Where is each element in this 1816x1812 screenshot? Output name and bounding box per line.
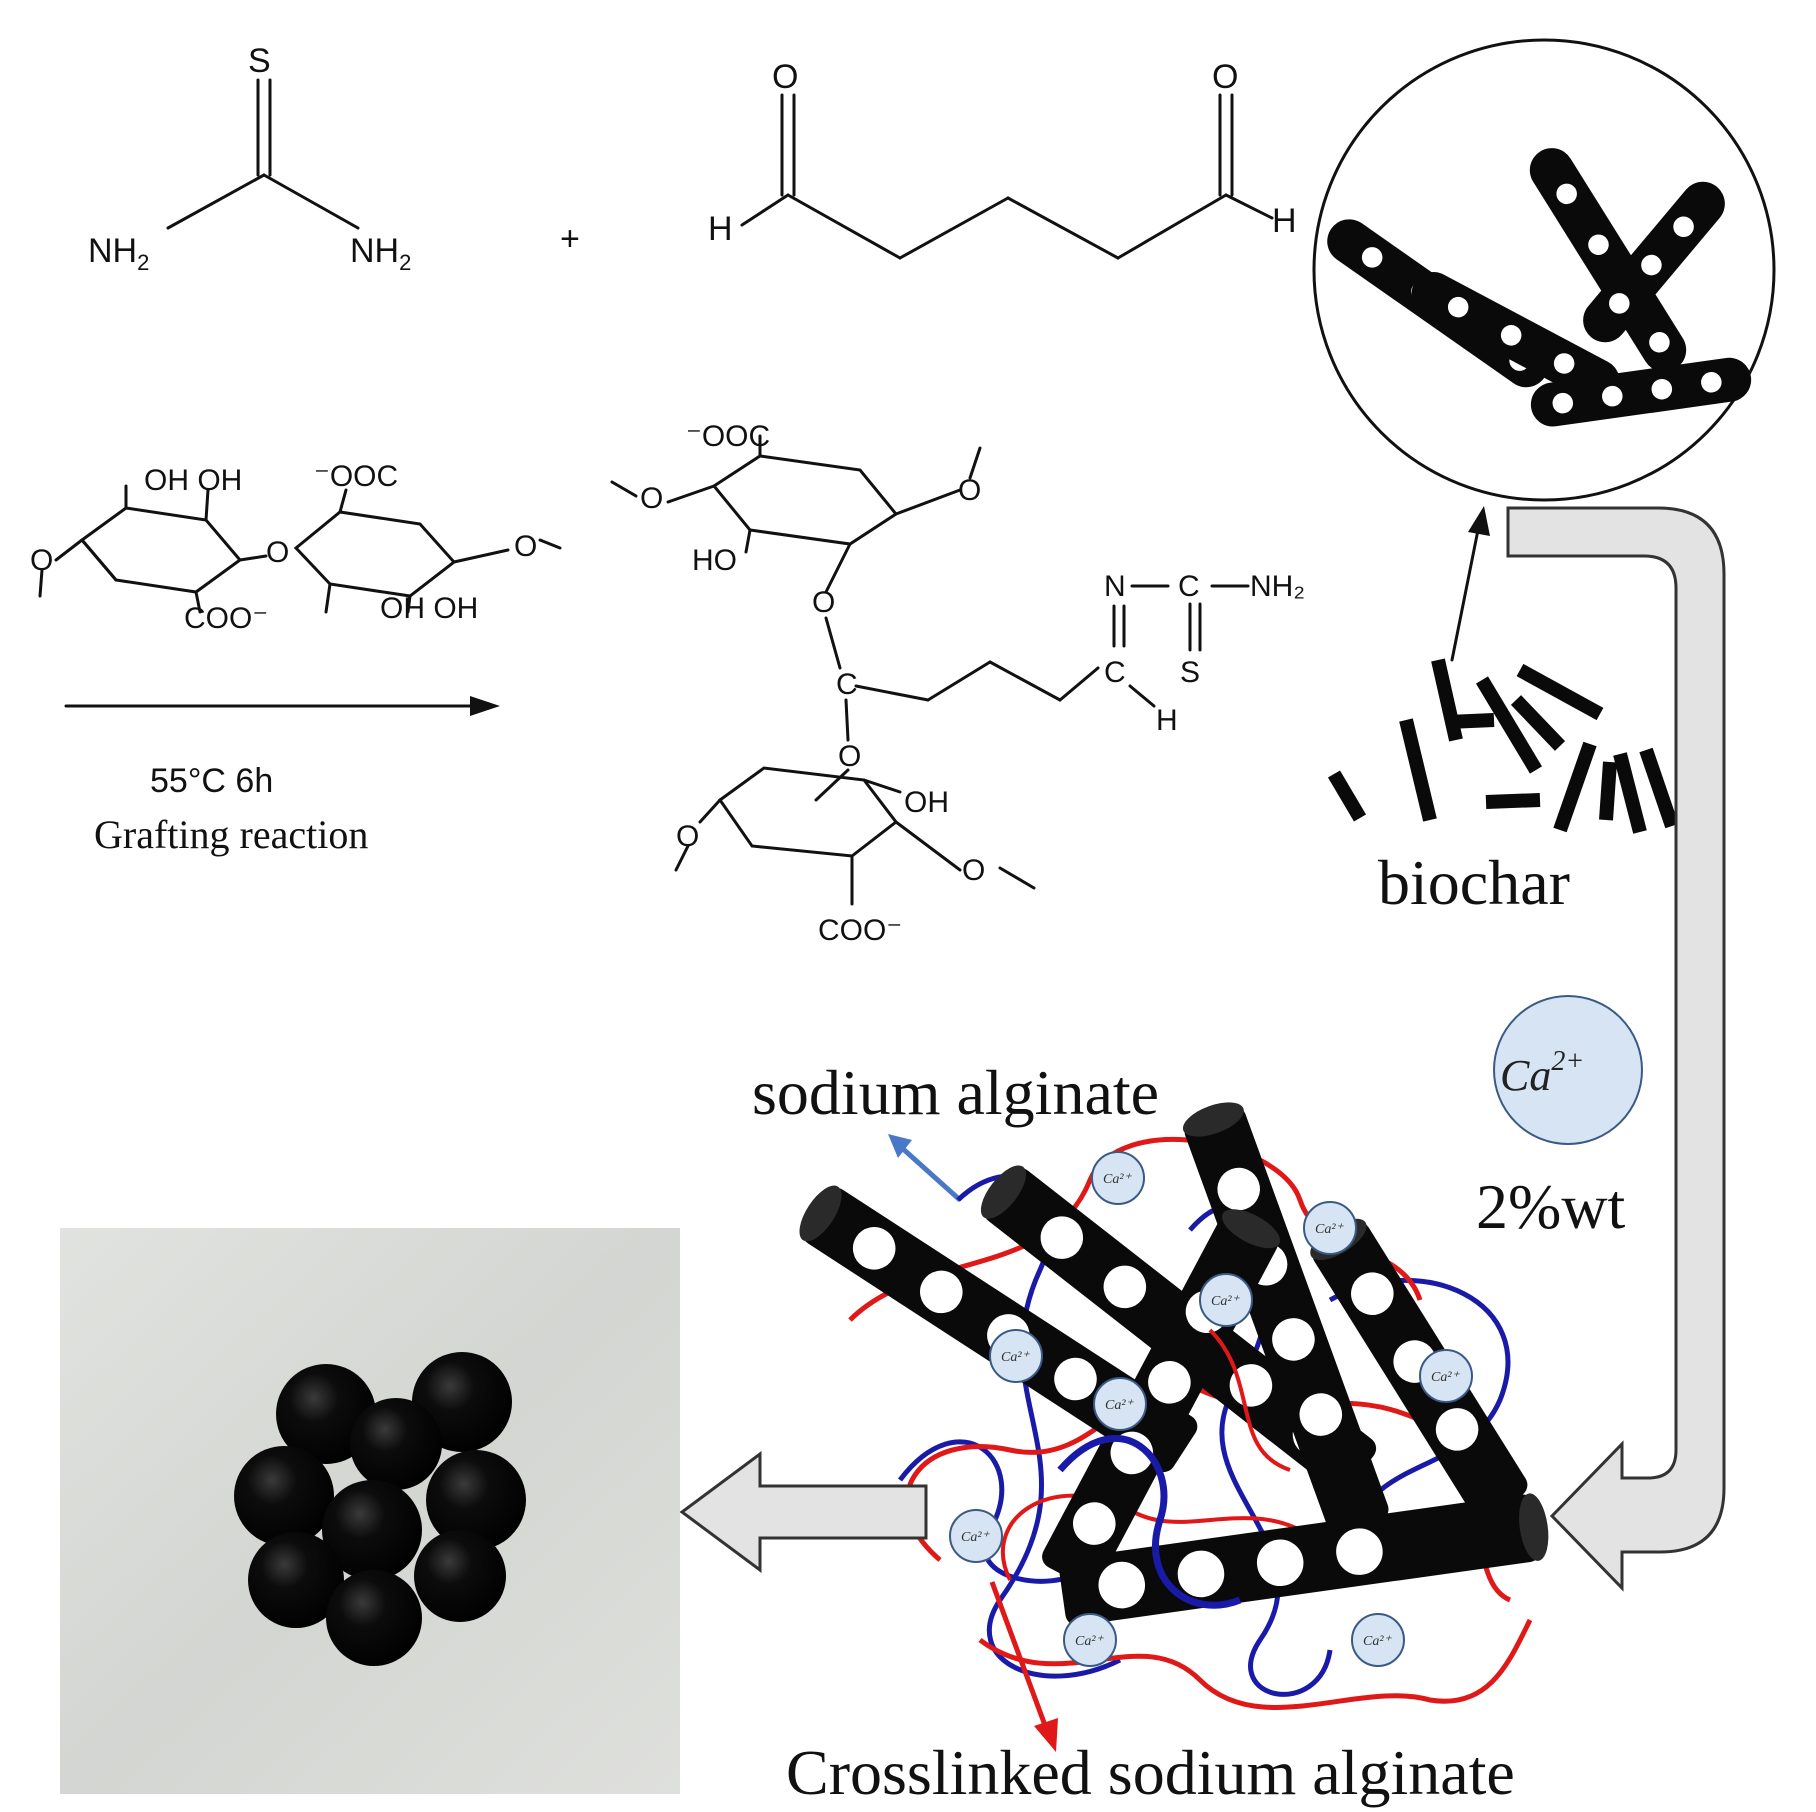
alginate-ohoh-top: OH OH: [144, 464, 242, 497]
thiourea-nh2-right: NH2: [350, 232, 411, 275]
svg-text:Ca²⁺: Ca²⁺: [1363, 1634, 1393, 1649]
svg-text:Ca²⁺: Ca²⁺: [1075, 1634, 1105, 1649]
glutaraldehyde-h-left: H: [708, 210, 733, 248]
crosslink-ion-1: Ca²⁺: [1091, 1151, 1145, 1205]
svg-text:Ca²⁺: Ca²⁺: [961, 1530, 991, 1545]
reaction-arrow: [64, 696, 500, 716]
plus-sign: +: [560, 220, 580, 258]
crosslink-ion-7: Ca²⁺: [949, 1509, 1003, 1563]
thiourea-nh2-left: NH2: [88, 232, 149, 275]
crosslink-ion-6: Ca²⁺: [1419, 1349, 1473, 1403]
svg-text:Ca²⁺: Ca²⁺: [1211, 1294, 1241, 1309]
to-product-photo-arrow: [679, 1451, 928, 1573]
reaction-conditions: 55°C 6h: [150, 762, 273, 800]
bead: [248, 1532, 344, 1628]
product-o-lower-link: O: [838, 740, 861, 773]
svg-text:Ca²⁺: Ca²⁺: [1105, 1398, 1135, 1413]
product-nh2: NH₂: [1250, 570, 1305, 603]
alginate-ohoh-bottom: OH OH: [380, 592, 478, 625]
product-c-thio: C: [1178, 570, 1200, 603]
magnified-rod-4: [1583, 181, 1725, 343]
product-beads-photo: [60, 1228, 680, 1794]
product-o-lower-right: O: [962, 854, 985, 887]
reaction-label: Grafting reaction: [94, 812, 368, 857]
product-h: H: [1156, 704, 1178, 737]
crosslink-ion-4: Ca²⁺: [989, 1329, 1043, 1383]
alginate-dimer-structure: OH OH ⁻OOC COO⁻ OH OH O O O: [30, 460, 562, 635]
bead: [350, 1398, 442, 1490]
calcium-ion-bubble: Ca2+: [1493, 995, 1643, 1145]
product-n: N: [1104, 570, 1126, 603]
svg-text:Ca²⁺: Ca²⁺: [1001, 1350, 1031, 1365]
sodium-alginate-label: sodium alginate: [752, 1057, 1159, 1128]
process-curved-arrow: [1506, 506, 1726, 1592]
crosslink-ion-5: Ca²⁺: [1093, 1377, 1147, 1431]
calcium-concentration-label: 2%wt: [1476, 1171, 1626, 1242]
thiourea-structure: S NH2 NH2: [88, 42, 411, 275]
svg-text:Ca²⁺: Ca²⁺: [1431, 1370, 1461, 1385]
product-o-lower-left: O: [676, 820, 699, 853]
bead: [326, 1570, 422, 1666]
glutaraldehyde-structure: O O H H: [708, 58, 1297, 260]
product-c-imine: C: [1104, 656, 1126, 689]
product-c-acetal: C: [836, 668, 858, 701]
product-oh: OH: [904, 786, 949, 819]
crosslink-ion-3: Ca²⁺: [1199, 1273, 1253, 1327]
grafted-product-structure: ⁻OOC HO O O O C O OH O O COO⁻ N C NH₂ S …: [610, 420, 1305, 947]
product-o-right: O: [958, 474, 981, 507]
bead: [414, 1530, 506, 1622]
product-ho: HO: [692, 544, 737, 577]
biochar-fragments: [1327, 658, 1679, 834]
magnified-rod-2: [1411, 271, 1620, 404]
product-o-upper-link: O: [812, 586, 835, 619]
bead: [322, 1480, 422, 1580]
svg-text:Ca²⁺: Ca²⁺: [1103, 1172, 1133, 1187]
crosslink-ion-2: Ca²⁺: [1303, 1201, 1357, 1255]
product-o-left: O: [640, 482, 663, 515]
alginate-o-end: O: [514, 530, 537, 563]
magnified-rod-5: [1530, 357, 1752, 427]
biochar-to-magnified-arrow: [1450, 506, 1490, 662]
biochar-label: biochar: [1378, 847, 1570, 918]
crosslink-ion-9: Ca²⁺: [1351, 1613, 1405, 1667]
crosslinked-alginate-label: Crosslinked sodium alginate: [786, 1737, 1515, 1808]
product-ooc: ⁻OOC: [686, 420, 770, 453]
product-coo: COO⁻: [818, 914, 902, 947]
biochar-magnified-view: [1312, 38, 1776, 502]
glutaraldehyde-o-left: O: [772, 58, 798, 96]
bead: [234, 1446, 334, 1546]
product-s: S: [1180, 656, 1200, 689]
alginate-o-start: O: [30, 544, 53, 577]
thiourea-s-atom: S: [248, 42, 271, 80]
svg-text:Ca²⁺: Ca²⁺: [1315, 1222, 1345, 1237]
sodium-alginate-pointer: [888, 1134, 962, 1202]
crosslink-ion-8: Ca²⁺: [1063, 1613, 1117, 1667]
alginate-o-link: O: [266, 536, 289, 569]
calcium-ion-label: Ca2+: [1500, 1046, 1584, 1100]
crosslinked-pointer: [989, 1581, 1058, 1752]
composite-hydrogel-illustration: Ca²⁺ Ca²⁺ Ca²⁺ Ca²⁺ Ca²⁺ Ca²⁺ Ca²⁺ Ca²⁺ …: [799, 1102, 1549, 1710]
glutaraldehyde-o-right: O: [1212, 58, 1238, 96]
glutaraldehyde-h-right: H: [1272, 202, 1297, 240]
bead: [426, 1450, 526, 1550]
alginate-coo-bottom: COO⁻: [184, 602, 268, 635]
alginate-ooc-top: ⁻OOC: [314, 460, 398, 493]
